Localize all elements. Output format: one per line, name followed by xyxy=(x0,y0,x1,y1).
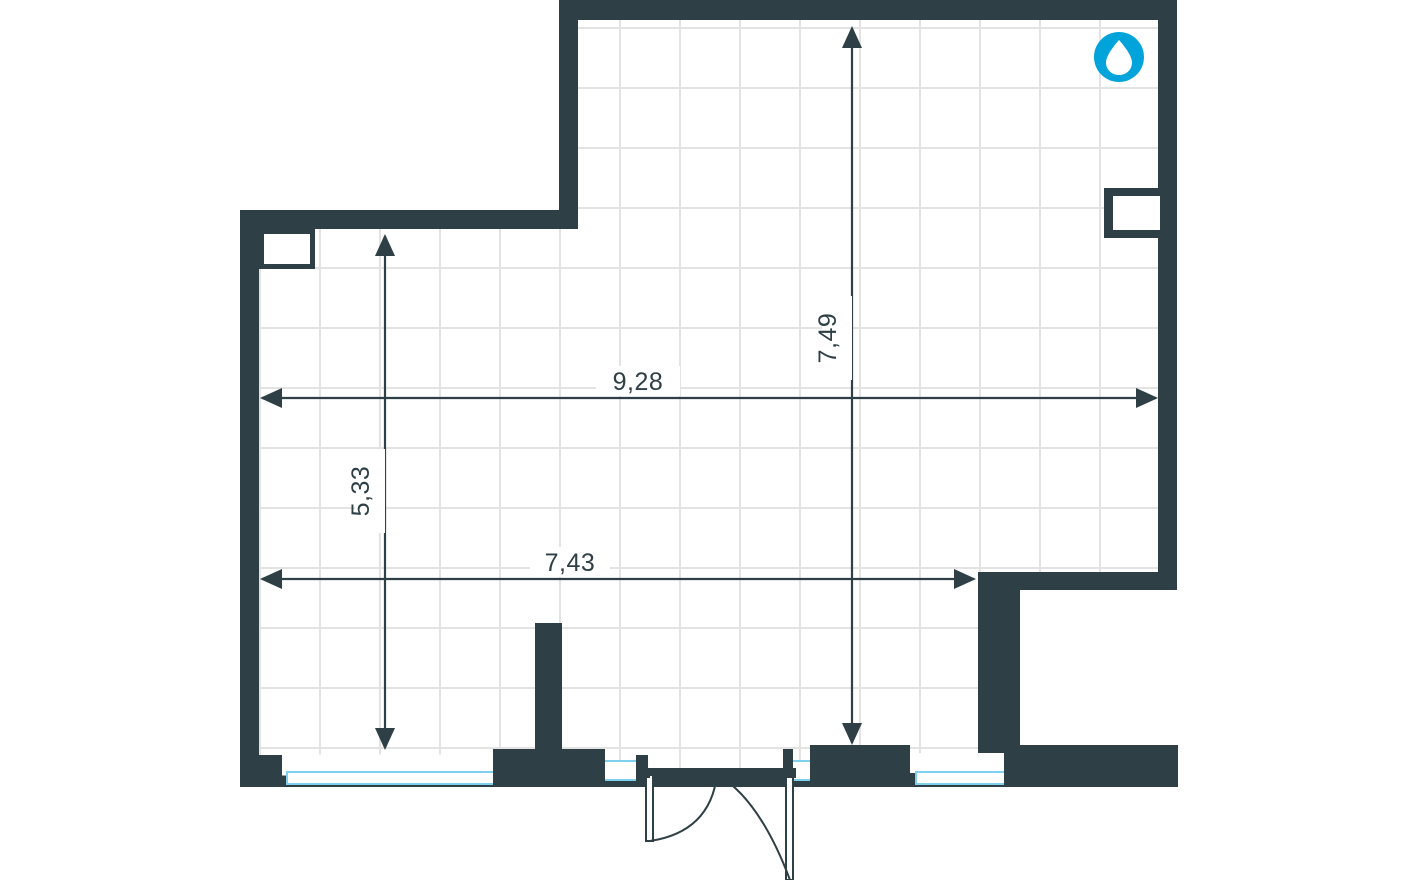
water-drop-icon[interactable] xyxy=(1094,32,1144,82)
dimension-label-width-upper: 9,28 xyxy=(613,368,664,396)
dimension-label-height-right: 7,49 xyxy=(814,313,842,364)
dimension-lines xyxy=(259,25,1159,751)
dimension-label-width-lower: 7,43 xyxy=(545,549,596,577)
window-small-left-of-door xyxy=(603,760,640,781)
wall-niche-right xyxy=(1104,188,1160,238)
double-door-bottom-center[interactable] xyxy=(640,768,796,880)
window-bottom-left xyxy=(280,754,500,785)
wall-niche-top-left xyxy=(259,229,315,269)
bottom-wall-segments xyxy=(240,745,1178,787)
dimension-label-height-left: 5,33 xyxy=(347,466,375,517)
dimension-labels: 9,28 7,43 5,33 7,49 xyxy=(347,296,852,577)
